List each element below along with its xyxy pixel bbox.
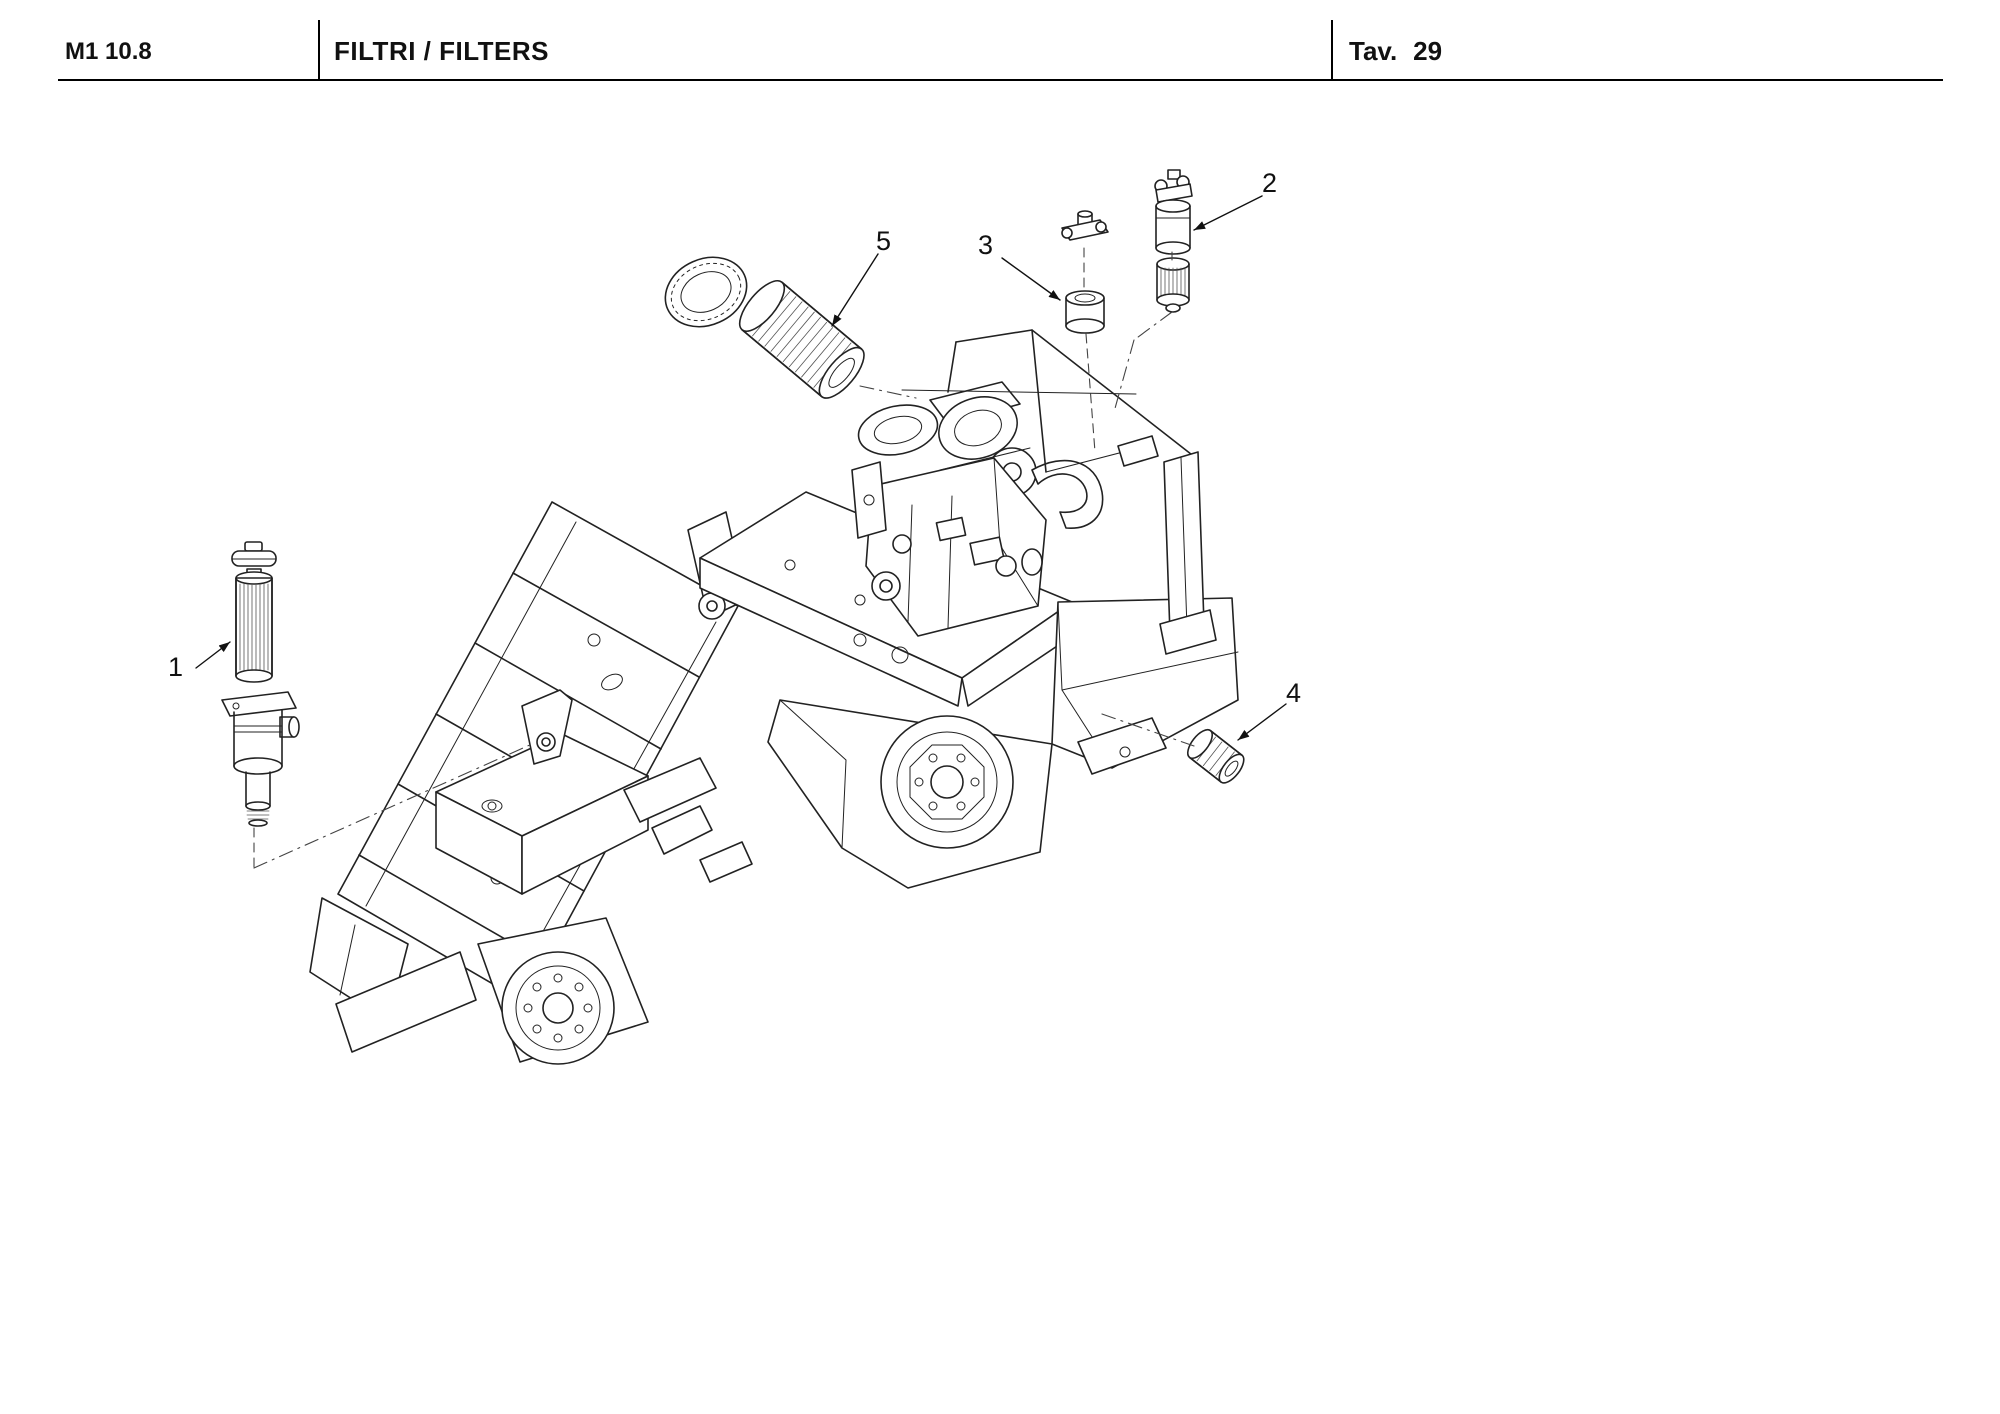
front-foot	[309, 897, 477, 1053]
callout-number-2: 2	[1262, 168, 1278, 198]
part-5-air-filter	[664, 256, 865, 399]
callout-number-1: 1	[168, 652, 184, 682]
table-value: 29	[1413, 36, 1443, 66]
callout-number-4: 4	[1286, 678, 1302, 708]
callout-number-5: 5	[876, 226, 892, 256]
header-divider-right	[1331, 20, 1333, 80]
header-rule	[58, 79, 1943, 81]
part-4-filter-cartridge	[1186, 728, 1245, 784]
tank-box	[435, 733, 649, 895]
part-2-fuel-filter	[1154, 169, 1193, 313]
part-3-breather-filter	[1061, 210, 1109, 334]
front-frames	[623, 757, 753, 883]
mid-bracket	[521, 689, 573, 765]
rear-wheel	[880, 715, 1014, 849]
canopy-frame	[901, 329, 1217, 655]
assembly-guide-lines	[253, 247, 1195, 869]
callout-leader-lines	[195, 195, 1287, 741]
doc-code: M1 10.8	[65, 38, 152, 65]
machine-body	[309, 329, 1239, 1065]
part-1-return-filter	[221, 541, 300, 827]
page-title: FILTRI / FILTERS	[334, 36, 550, 66]
callout-number-3: 3	[978, 230, 994, 260]
engine-assembly	[851, 381, 1104, 664]
front-hub	[477, 917, 649, 1065]
table-label: Tav.	[1349, 36, 1398, 66]
table-number: Tav. 29	[1349, 36, 1442, 67]
header-divider-left	[318, 20, 320, 80]
